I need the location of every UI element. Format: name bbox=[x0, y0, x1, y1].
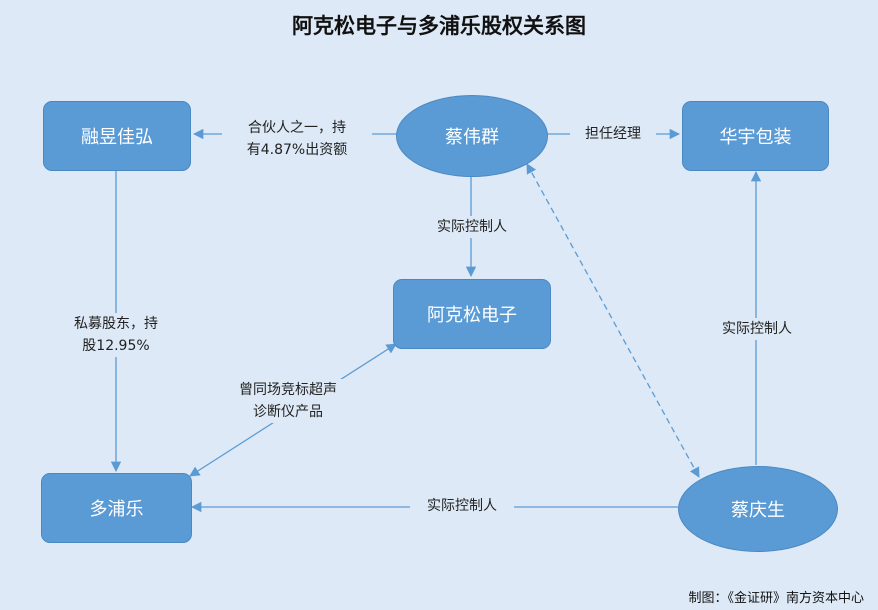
node-label: 蔡伟群 bbox=[445, 127, 499, 148]
edge-label-partner: 合伙人之一，持 有4.87%出资额 bbox=[222, 117, 372, 161]
edge-label-line: 私募股东，持 bbox=[74, 316, 158, 332]
node-akesong: 阿克松电子 bbox=[393, 279, 551, 349]
edge-label-controller-huayu: 实际控制人 bbox=[706, 318, 808, 340]
node-label: 华宇包装 bbox=[719, 127, 792, 148]
node-caiqingsheng: 蔡庆生 bbox=[678, 466, 838, 552]
edge-label-line: 股12.95% bbox=[82, 338, 150, 354]
edge-family-dashed bbox=[526, 163, 700, 478]
source-credit: 制图：《金证研》南方资本中心 bbox=[688, 591, 864, 606]
edge-label-competition: 曾同场竞标超声 诊断仪产品 bbox=[220, 379, 356, 423]
node-label: 融昱佳弘 bbox=[81, 127, 153, 148]
node-label: 蔡庆生 bbox=[731, 500, 785, 521]
page-title: 阿克松电子与多浦乐股权关系图 bbox=[292, 14, 586, 38]
node-caiweiqun: 蔡伟群 bbox=[396, 95, 548, 177]
edge-label-line: 合伙人之一，持 bbox=[248, 120, 346, 136]
node-huayubaozhuang: 华宇包装 bbox=[682, 101, 829, 171]
node-duopule: 多浦乐 bbox=[41, 473, 192, 543]
edge-label-line: 曾同场竞标超声 bbox=[239, 382, 337, 398]
edge-label-line: 有4.87%出资额 bbox=[246, 142, 348, 158]
edge-label-line: 诊断仪产品 bbox=[253, 404, 323, 420]
edge-label-controller-duopule: 实际控制人 bbox=[410, 495, 514, 517]
edge-label-controller-akesong: 实际控制人 bbox=[420, 216, 524, 238]
node-label: 阿克松电子 bbox=[427, 305, 517, 326]
edge-label-private-equity: 私募股东，持 股12.95% bbox=[50, 313, 182, 357]
edge-label-manager: 担任经理 bbox=[570, 123, 656, 145]
node-rongyujiahong: 融昱佳弘 bbox=[43, 101, 191, 171]
node-label: 多浦乐 bbox=[89, 499, 144, 520]
